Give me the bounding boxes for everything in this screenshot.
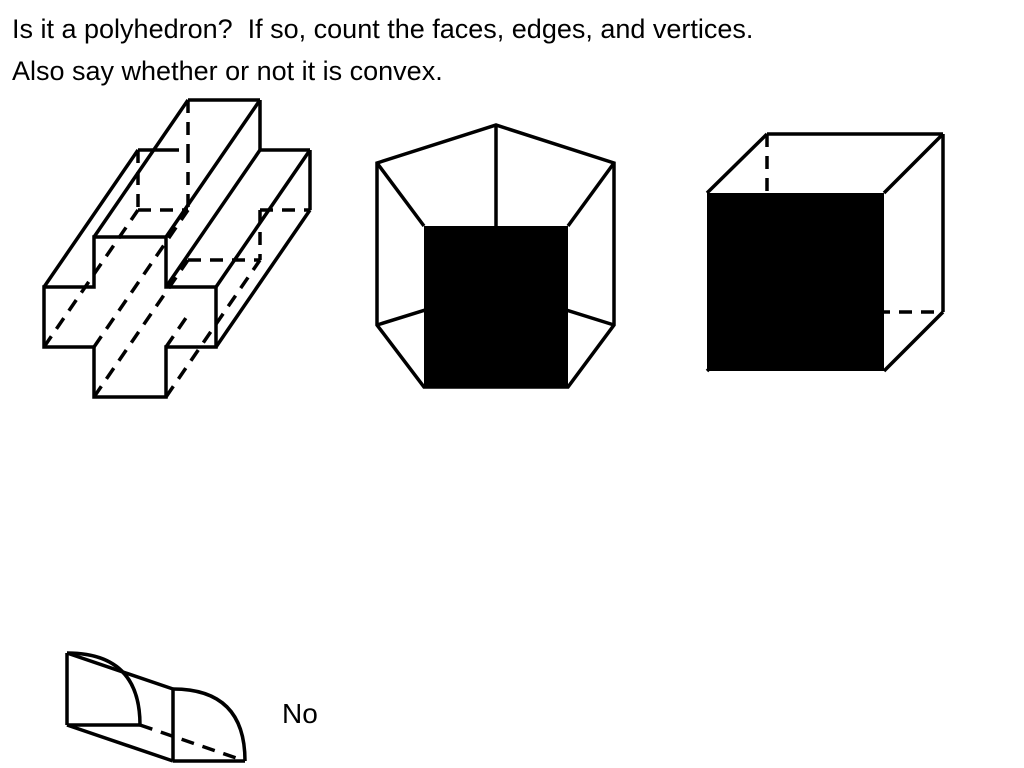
answer-label: No	[282, 698, 318, 729]
question-line-2: Also say whether or not it is convex.	[12, 56, 443, 86]
question-line-1: Is it a polyhedron? If so, count the fac…	[12, 14, 754, 44]
pentagonal-prism-figure	[375, 123, 616, 389]
cross-prism-figure	[42, 98, 312, 399]
question-text: Is it a polyhedron? If so, count the fac…	[12, 8, 1012, 92]
cube-front-face	[707, 193, 884, 371]
quarter-cylinder-figure	[65, 651, 247, 763]
cube-figure	[705, 132, 945, 373]
outer-pentagon	[375, 123, 616, 389]
